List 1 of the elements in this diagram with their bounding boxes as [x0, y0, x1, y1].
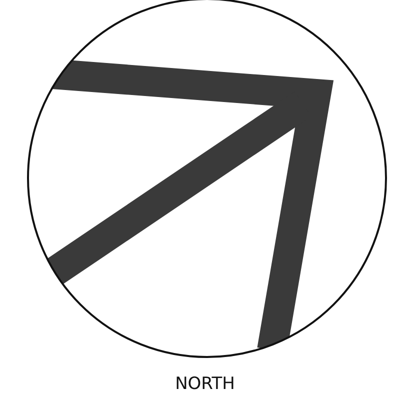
- direction-label: NORTH: [175, 374, 235, 394]
